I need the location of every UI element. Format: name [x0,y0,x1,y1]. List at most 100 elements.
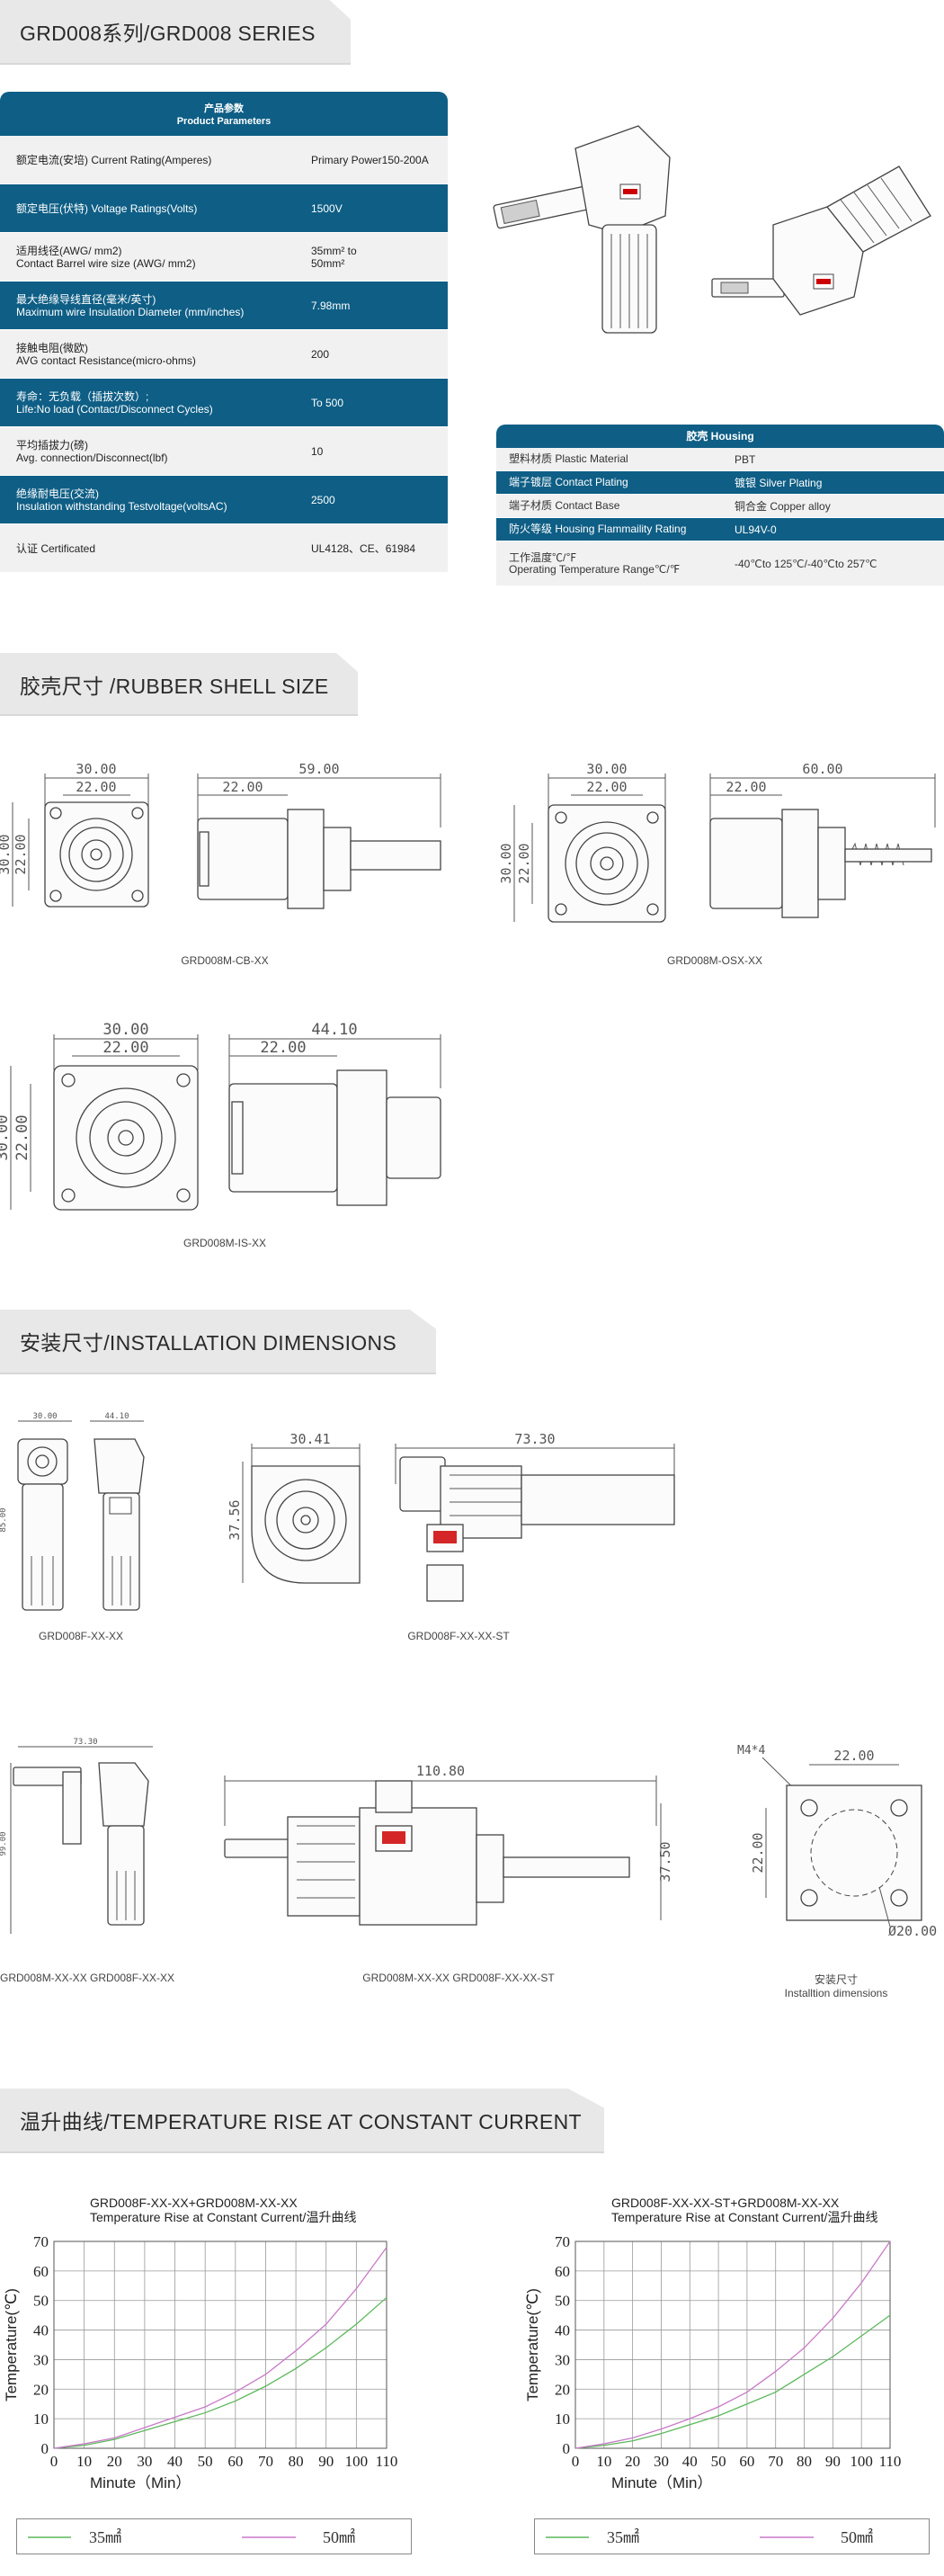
x-tick-label: 60 [739,2453,754,2470]
cb-caption: GRD008M-CB-XX [181,954,268,967]
mate-small-height: 99.00 [0,1831,8,1856]
series-line-50 [574,2241,891,2449]
legend2-35-label: 35㎟ [607,2527,639,2546]
y-tick-label: 60 [555,2263,570,2280]
install-mated-drawing: 110.80 37.50 [224,1763,673,1926]
is-inner-width-label: 22.00 [102,1039,148,1057]
housing-value: 镀银 Silver Plating [735,477,823,489]
x-tick-label: 90 [825,2453,841,2470]
x-tick-label: 50 [711,2453,726,2470]
is-side-view: 44.10 22.00 [228,1021,441,1206]
product-parameters-table: 产品参数 Product Parameters 额定电流(安培) Current… [0,92,448,573]
param-row: 寿命：无负载（插拔次数）; Life:No load (Contact/Disc… [0,379,448,427]
housing-value: PBT [735,452,756,466]
param-value: Primary Power150-200A [311,153,429,166]
chart-title: GRD008F-XX-XX+GRD008M-XX-XX [90,2196,298,2210]
param-value: 200 [311,347,330,361]
housing-value: -40℃to 125℃/-40℃to 257℃ [735,557,877,570]
param-label: 额定电流(安培) Current Rating(Amperes) [16,153,212,166]
params-title-cn: 产品参数 [204,103,244,114]
temp-heading: 温升曲线/TEMPERATURE RISE AT CONSTANT CURREN… [20,2110,582,2133]
y-tick-label: 10 [555,2411,570,2428]
housing-value: 铜合金 Copper alloy [735,500,831,513]
y-axis-label: Temperature(℃) [3,2288,20,2402]
install-small-width1: 30.00 [32,1412,57,1421]
param-label: 寿命：无负载（插拔次数）; Life:No load (Contact/Disc… [16,389,213,416]
is-length-label: 44.10 [311,1021,357,1039]
housing-label: 端子镀层 Contact Plating [509,476,628,488]
st-length-label: 73.30 [514,1431,555,1447]
right-angle-connector-illustration [493,125,671,334]
is-width-label: 30.00 [102,1021,148,1039]
y-tick-label: 30 [555,2351,570,2368]
st-side-view: 73.30 [395,1431,675,1602]
chart-1-legend: 35㎟ 50㎟ [16,2518,412,2554]
series-line-50 [53,2247,387,2449]
product-parameters-header: 产品参数 Product Parameters [0,92,448,136]
install-heading-tab: 安装尺寸/INSTALLATION DIMENSIONS [0,1310,436,1374]
rubber-shell-cb-drawing: 30.00 22.00 30.00 22.00 59.00 22.00 GRD0… [0,761,441,967]
y-tick-label: 20 [33,2381,49,2398]
series-heading-tab: GRD008系列/GRD008 SERIES [0,0,351,65]
panel-cutout-drawing: M4*4 22.00 22.00 Ø20.00 [737,1744,937,1939]
series-line-35 [574,2314,891,2449]
install-caption-5-en: Installtion dimensions [784,1987,888,1999]
install-caption-2: GRD008F-XX-XX-ST [407,1630,510,1642]
y-tick-label: 40 [33,2322,49,2339]
install-mated-small-drawing: 73.30 99.00 [0,1738,153,1934]
osx-caption: GRD008M-OSX-XX [667,954,762,967]
rubber-shell-is-drawing: 30.00 22.00 30.00 22.00 44.10 22.00 GRD0… [0,1021,441,1249]
st-front-view: 30.41 37.56 [227,1431,361,1584]
y-tick-label: 40 [555,2322,570,2339]
param-row: 最大绝缘导线直径(毫米/英寸) Maximum wire Insulation … [0,282,448,330]
rubber-heading: 胶壳尺寸 /RUBBER SHELL SIZE [20,675,329,698]
x-axis-label: Minute（Min） [90,2474,191,2491]
cb-length-label: 59.00 [298,761,339,777]
cb-inner-width-label: 22.00 [76,779,116,795]
install-heading: 安装尺寸/INSTALLATION DIMENSIONS [20,1331,397,1355]
param-value: 1500V [311,201,343,215]
temp-heading-tab: 温升曲线/TEMPERATURE RISE AT CONSTANT CURREN… [0,2089,604,2153]
plot-frame [53,2241,387,2449]
y-tick-label: 20 [555,2381,570,2398]
x-tick-label: 110 [879,2453,902,2470]
install-caption-5-cn: 安装尺寸 [814,1973,858,1986]
panel-width-label: 22.00 [833,1748,874,1764]
y-tick-label: 10 [33,2411,49,2428]
param-label: 接触电阻(微欧) AVG contact Resistance(micro-oh… [16,341,196,367]
is-height-label: 30.00 [0,1114,12,1160]
temperature-chart-2: GRD008F-XX-XX-ST+GRD008M-XX-XXTemperatur… [524,2196,902,2491]
x-tick-label: 50 [198,2453,213,2470]
chart-title: GRD008F-XX-XX-ST+GRD008M-XX-XX [611,2196,840,2210]
rubber-shell-osx-drawing: 30.00 22.00 30.00 22.00 60.00 22.00 GRD0… [498,761,936,967]
param-label: 适用线径(AWG/ mm2) Contact Barrel wire size … [16,244,196,270]
install-caption-5: 安装尺寸 Installtion dimensions [773,1972,899,1999]
x-tick-label: 70 [258,2453,273,2470]
cb-height-label: 30.00 [0,834,13,874]
housing-row: 端子镀层 Contact Plating 镀银 Silver Plating [496,471,944,495]
y-tick-label: 0 [563,2440,571,2457]
install-st-drawing: 30.41 37.56 73.30 [227,1431,675,1602]
param-value: 7.98mm [311,299,351,312]
x-tick-label: 80 [289,2453,304,2470]
param-row: 接触电阻(微欧) AVG contact Resistance(micro-oh… [0,330,448,379]
osx-height-label: 30.00 [498,843,514,883]
install-small-height: 85.00 [0,1507,8,1532]
y-tick-label: 70 [33,2233,49,2250]
param-value: To 500 [311,396,344,409]
x-tick-label: 60 [227,2453,243,2470]
install-caption-1: GRD008F-XX-XX [38,1630,124,1642]
st-width-label: 30.41 [289,1431,330,1447]
mate-length-label: 110.80 [416,1763,465,1779]
y-tick-label: 50 [555,2293,570,2310]
cb-side-view: 59.00 22.00 [197,761,441,909]
osx-inner-width-label: 22.00 [586,779,627,795]
param-value: UL4128、CE、61984 [311,542,416,555]
x-tick-label: 40 [167,2453,183,2470]
chart-subtitle: Temperature Rise at Constant Current/温升曲… [611,2210,877,2224]
x-tick-label: 40 [682,2453,698,2470]
